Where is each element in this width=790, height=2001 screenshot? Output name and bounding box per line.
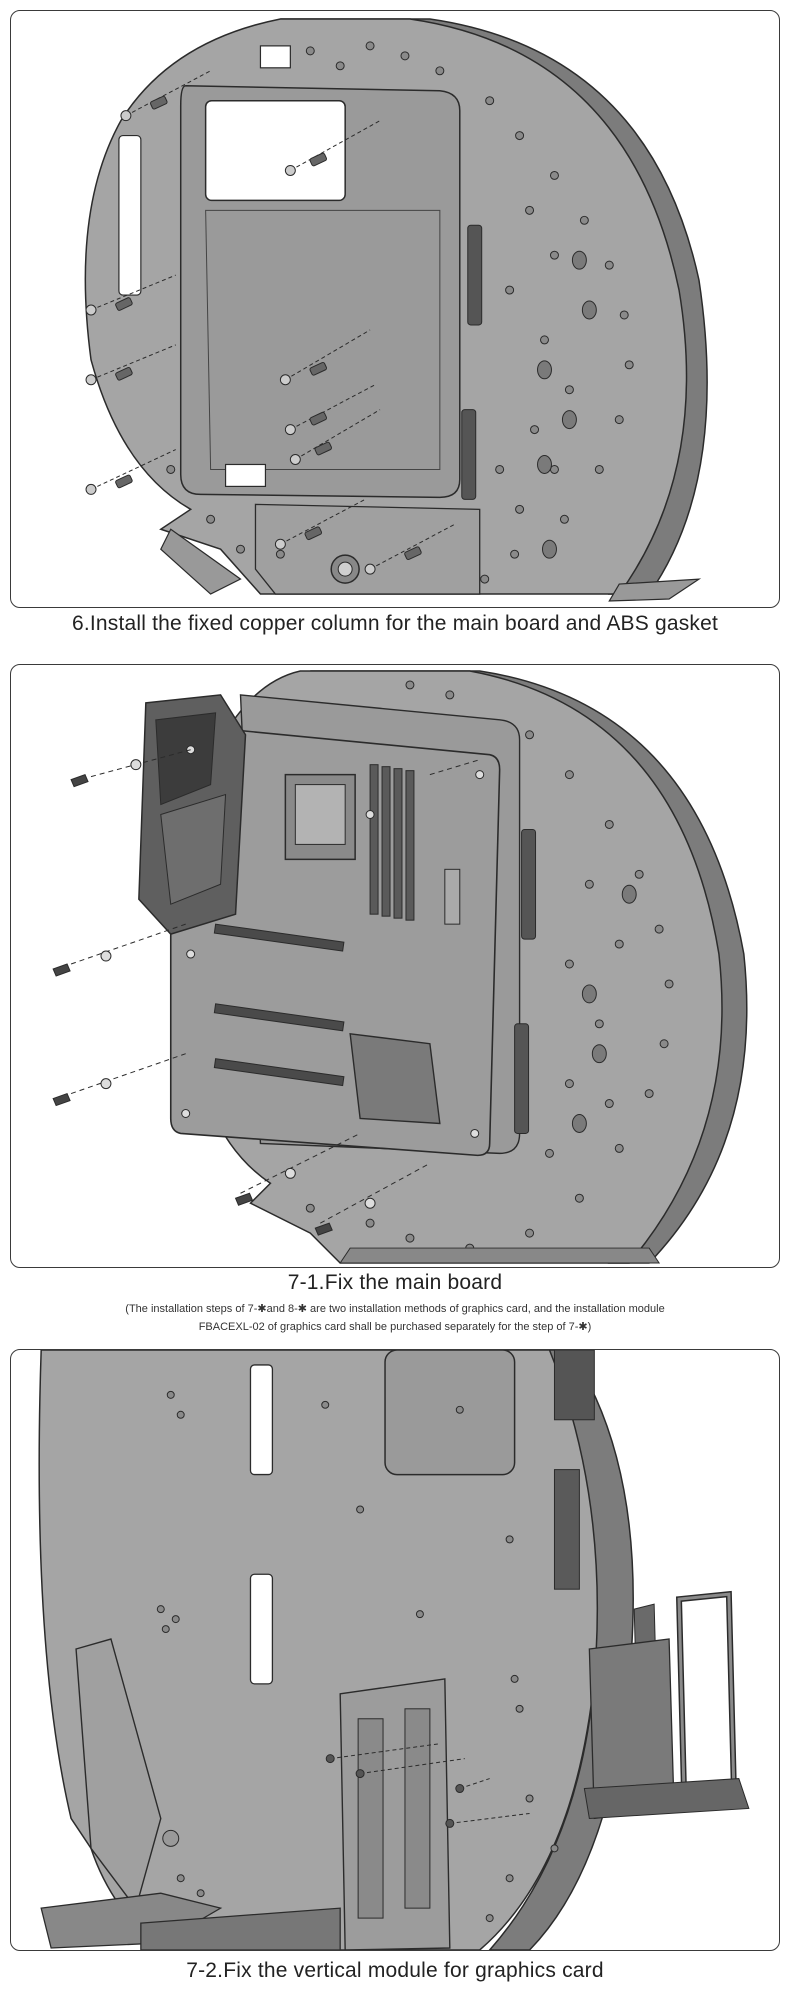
mounting-plate-drawing <box>84 18 708 602</box>
step-7-2-caption: 7-2.Fix the vertical module for graphics… <box>186 1959 604 1982</box>
step-6-caption: 6.Install the fixed copper column for th… <box>71 612 719 635</box>
step-7-1-illustration <box>10 664 780 1268</box>
step-7-1-note: (The installation steps of 7-✱and 8-✱ ar… <box>40 1300 750 1336</box>
step-7-2-illustration <box>10 1349 780 1951</box>
note-line-2: FBACEXL-02 of graphics card shall be pur… <box>198 1321 592 1333</box>
vertical-gpu-module-drawing <box>38 1350 750 1950</box>
step-7-1-caption: 7-1.Fix the main board <box>287 1271 503 1294</box>
note-line-1: (The installation steps of 7-✱and 8-✱ ar… <box>125 1303 665 1315</box>
main-board-drawing <box>52 670 748 1264</box>
step-6-illustration <box>10 10 780 608</box>
